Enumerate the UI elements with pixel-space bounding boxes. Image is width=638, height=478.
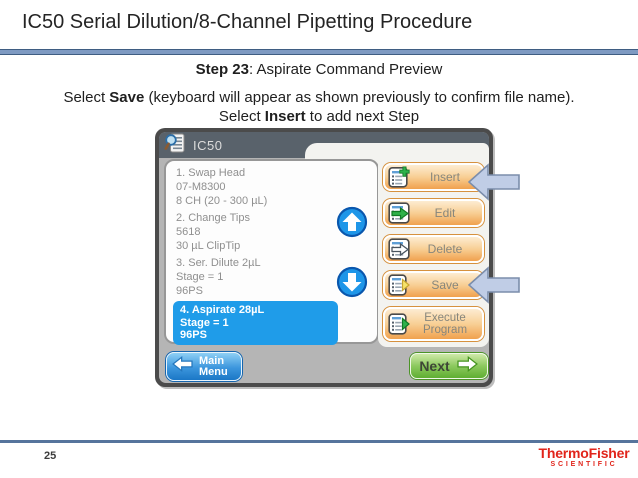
- next-button[interactable]: Next: [410, 353, 488, 379]
- block-arrow-left-icon: [467, 266, 520, 304]
- insert-button-label: Insert: [429, 170, 460, 184]
- execute-program-button[interactable]: Execute Program: [383, 307, 484, 341]
- instruction-2-pre: Select: [218, 108, 265, 125]
- step-heading-bold: Step 23: [195, 61, 249, 78]
- step-heading: Step 23: Aspirate Command Preview: [0, 61, 638, 78]
- arrow-right-icon: [455, 355, 479, 378]
- callout-arrow-insert: [467, 163, 520, 201]
- list-item: 96PS: [176, 285, 203, 297]
- selected-step-line: 96PS: [180, 329, 207, 341]
- save-button[interactable]: Save: [383, 271, 484, 299]
- arrow-up-icon: [342, 212, 362, 231]
- title-divider: [0, 49, 638, 55]
- page-title: IC50 Serial Dilution/8-Channel Pipetting…: [22, 11, 473, 33]
- callout-arrow-save: [467, 266, 520, 304]
- next-button-label: Next: [419, 358, 450, 374]
- block-arrow-left-icon: [467, 163, 520, 201]
- list-item: 8 CH (20 - 300 µL): [176, 195, 268, 207]
- document-save-icon: [388, 274, 410, 296]
- document-magnifier-icon: [164, 132, 186, 159]
- instruction-2-post: to add next Step: [305, 108, 420, 125]
- program-step-list[interactable]: 1. Swap Head 07-M8300 8 CH (20 - 300 µL)…: [164, 159, 379, 345]
- save-button-label: Save: [431, 278, 459, 292]
- action-button-panel: Insert Edit: [378, 150, 489, 347]
- instruction-line-1: Select Save (keyboard will appear as sho…: [0, 89, 638, 106]
- page-number: 25: [44, 450, 57, 462]
- logo-brand-text: ThermoFisher: [538, 445, 630, 461]
- list-item: 3. Ser. Dilute 2µL: [176, 257, 261, 269]
- list-item: Stage = 1: [176, 271, 224, 283]
- selected-step-line: Stage = 1: [180, 316, 229, 329]
- main-menu-button[interactable]: Main Menu: [166, 352, 242, 381]
- list-item: 07-M8300: [176, 181, 226, 193]
- list-item: 1. Swap Head: [176, 167, 246, 179]
- list-item: 5618: [176, 226, 201, 238]
- instruction-1-bold: Save: [109, 89, 145, 106]
- document-add-icon: [388, 166, 410, 188]
- footer-divider: [0, 440, 638, 443]
- delete-button[interactable]: Delete: [383, 235, 484, 263]
- arrow-left-icon: [171, 355, 195, 378]
- logo-subtitle-text: SCIENTIFIC: [550, 461, 618, 468]
- document-delete-icon: [388, 238, 410, 260]
- arrow-down-icon: [342, 273, 362, 292]
- main-menu-label: Main Menu: [199, 354, 228, 378]
- execute-program-button-label: Execute Program: [422, 312, 468, 336]
- device-screenshot: IC50 1. Swap Head 07-M8300 8 CH (20 - 30…: [155, 128, 493, 387]
- main-menu-line1: Main: [199, 354, 225, 367]
- insert-button[interactable]: Insert: [383, 163, 484, 191]
- selected-step-item[interactable]: 4. Aspirate 28µL Stage = 1 96PS: [173, 301, 338, 345]
- edit-button-label: Edit: [434, 206, 456, 220]
- edit-button[interactable]: Edit: [383, 199, 484, 227]
- instruction-line-2: Select Insert to add next Step: [0, 108, 638, 125]
- step-heading-rest: : Aspirate Command Preview: [248, 61, 443, 78]
- document-edit-icon: [388, 202, 410, 224]
- scroll-down-button[interactable]: [336, 266, 368, 298]
- selected-step-line: 4. Aspirate 28µL: [180, 304, 265, 316]
- instruction-1-post: (keyboard will appear as shown previousl…: [144, 89, 575, 106]
- list-item: 30 µL ClipTip: [176, 240, 241, 252]
- document-execute-icon: [388, 313, 410, 335]
- thermofisher-logo: ThermoFisher SCIENTIFIC: [538, 446, 630, 468]
- delete-button-label: Delete: [427, 242, 463, 256]
- instruction-2-bold: Insert: [264, 108, 306, 125]
- device-title: IC50: [193, 137, 223, 153]
- device-screen: IC50 1. Swap Head 07-M8300 8 CH (20 - 30…: [159, 132, 489, 383]
- scroll-up-button[interactable]: [336, 206, 368, 238]
- list-item: 2. Change Tips: [176, 212, 250, 224]
- instruction-1-pre: Select: [63, 89, 110, 106]
- main-menu-line2: Menu: [199, 365, 228, 378]
